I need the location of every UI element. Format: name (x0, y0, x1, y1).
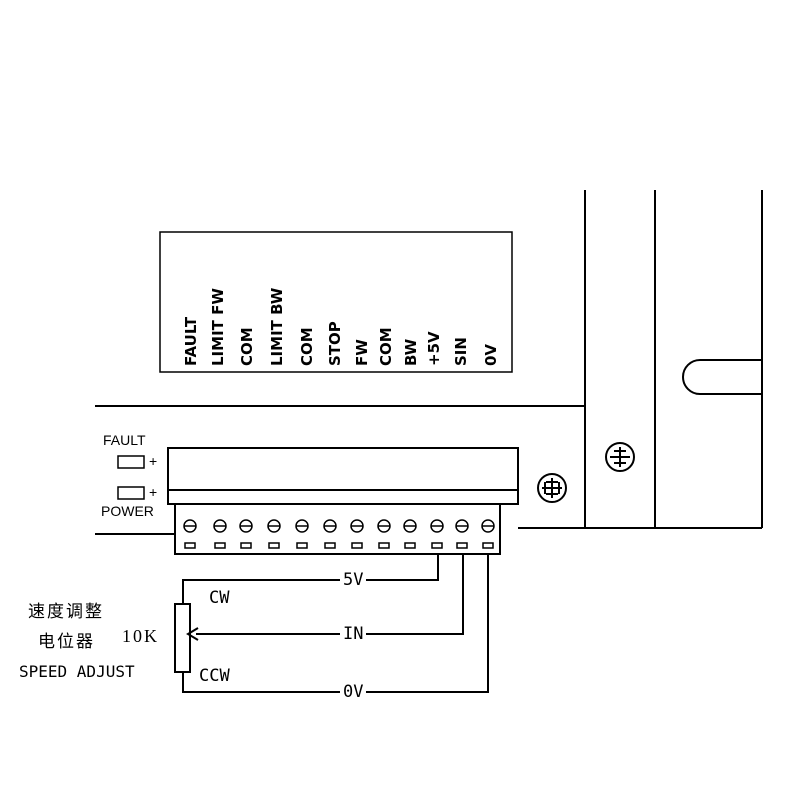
terminal-label: COM (298, 327, 316, 366)
terminal-screw (183, 519, 197, 533)
terminal-label: FW (353, 339, 371, 366)
terminal-label: SIN (452, 337, 470, 366)
potentiometer-value: 10K (122, 626, 159, 646)
terminal-screw (377, 519, 391, 533)
terminal-strip (174, 503, 501, 555)
terminal-label: STOP (326, 321, 344, 366)
speed-adjust-title-cn: 速度调整 (28, 602, 104, 621)
terminal-label: COM (238, 327, 256, 366)
fault-plus-sign: + (149, 453, 158, 469)
wire-5v (182, 554, 439, 604)
wire-in (196, 554, 464, 635)
mounting-screw-left (537, 473, 567, 503)
power-led (117, 486, 145, 500)
fault-indicator-label: FAULT (103, 432, 146, 448)
label-panel (159, 231, 513, 373)
terminal-slot (240, 542, 252, 549)
ccw-label: CCW (199, 666, 230, 686)
terminal-housing-upper (167, 447, 519, 491)
speed-adjust-title-en: SPEED ADJUST (19, 662, 135, 681)
power-plus-sign: + (149, 484, 158, 500)
potentiometer-label-cn: 电位器 (38, 632, 95, 651)
terminal-label: LIMIT FW (209, 288, 227, 366)
potentiometer-body (174, 603, 191, 673)
mounting-slot (682, 359, 762, 395)
terminal-slot (431, 542, 443, 549)
terminal-screw (239, 519, 253, 533)
terminal-label: COM (377, 327, 395, 366)
terminal-housing-lower (167, 489, 519, 505)
terminal-slot (324, 542, 336, 549)
terminal-slot (456, 542, 468, 549)
terminal-slot (268, 542, 280, 549)
terminal-screw (350, 519, 364, 533)
wire-0v (182, 554, 489, 693)
fault-led (117, 455, 145, 469)
terminal-label: FAULT (182, 316, 200, 366)
terminal-slot (296, 542, 308, 549)
terminal-label: 0V (482, 343, 500, 366)
terminal-screw (295, 519, 309, 533)
terminal-label: BW (402, 338, 420, 366)
power-indicator-label: POWER (101, 503, 154, 519)
terminal-slot (351, 542, 363, 549)
potentiometer-wiper-arrow (186, 627, 199, 641)
terminal-screw (323, 519, 337, 533)
terminal-screw (267, 519, 281, 533)
terminal-screw (481, 519, 495, 533)
wire-in-label: IN (340, 624, 367, 644)
terminal-slot (482, 542, 494, 549)
wire-5v-label: 5V (340, 570, 367, 590)
terminal-screw (403, 519, 417, 533)
terminal-slot (378, 542, 390, 549)
terminal-screw (213, 519, 227, 533)
terminal-slot (404, 542, 416, 549)
terminal-screw (455, 519, 469, 533)
terminal-slot (214, 542, 226, 549)
wire-0v-label: 0V (340, 682, 367, 702)
terminal-label: +5V (425, 331, 443, 366)
terminal-slot (184, 542, 196, 549)
mounting-screw-right (605, 442, 635, 472)
terminal-screw (430, 519, 444, 533)
terminal-label: LIMIT BW (268, 287, 286, 366)
cw-label: CW (209, 588, 230, 608)
